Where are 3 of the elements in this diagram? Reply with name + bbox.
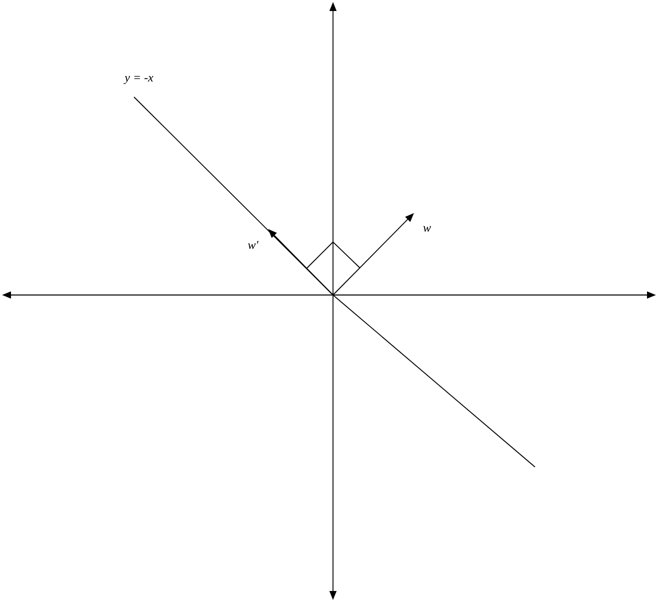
vector-label: w <box>423 226 431 232</box>
line-label: y = -x <box>124 76 154 84</box>
vector-label: w' <box>248 241 258 249</box>
